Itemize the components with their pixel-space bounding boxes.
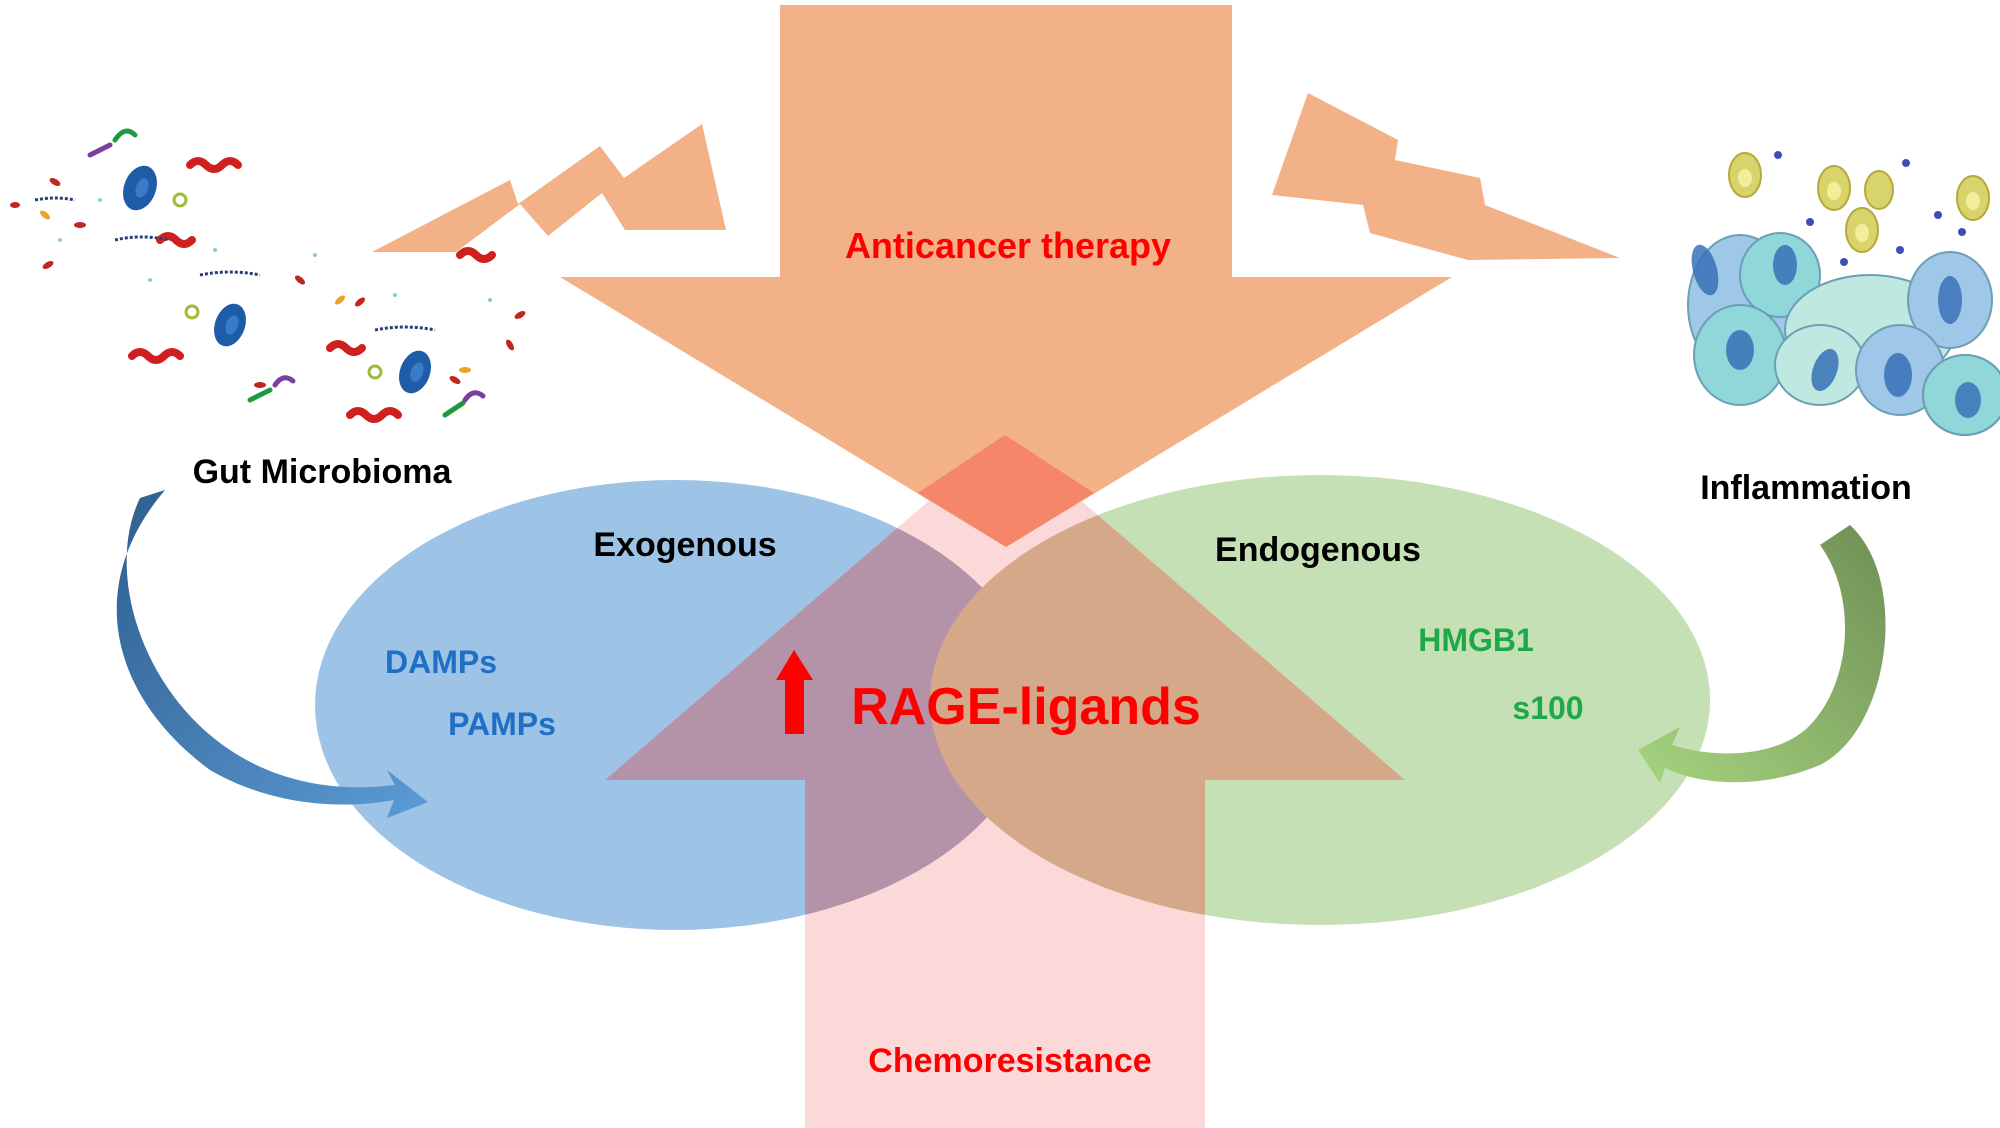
right-lightning-bolt <box>1272 93 1620 260</box>
increase-up-arrow-icon <box>776 650 813 734</box>
left-lightning-bolt <box>372 124 726 252</box>
gut-microbioma-label: Gut Microbioma <box>193 453 453 491</box>
therapy-chemo-overlap <box>918 435 1094 547</box>
pamps-label: PAMPs <box>448 706 556 742</box>
anticancer-therapy-arrow <box>560 5 1452 547</box>
inflammation-cells-illustration <box>1687 151 2000 436</box>
anticancer-therapy-label: Anticancer therapy <box>845 225 1171 266</box>
s100-label: s100 <box>1512 690 1583 726</box>
exogenous-label: Exogenous <box>593 526 776 564</box>
chemoresistance-label: Chemoresistance <box>868 1042 1151 1080</box>
rage-ligands-label: RAGE-ligands <box>851 678 1201 736</box>
arrow-endogenous-overlap <box>930 475 1405 925</box>
gut-to-damps-curved-arrow <box>116 490 428 818</box>
damps-label: DAMPs <box>385 644 497 680</box>
inflammation-to-s100-curved-arrow <box>1638 525 1886 783</box>
gut-microbiome-illustration <box>10 128 526 423</box>
endogenous-label: Endogenous <box>1215 531 1421 569</box>
hmgb1-label: HMGB1 <box>1418 622 1534 658</box>
inflammation-label: Inflammation <box>1700 469 1912 507</box>
